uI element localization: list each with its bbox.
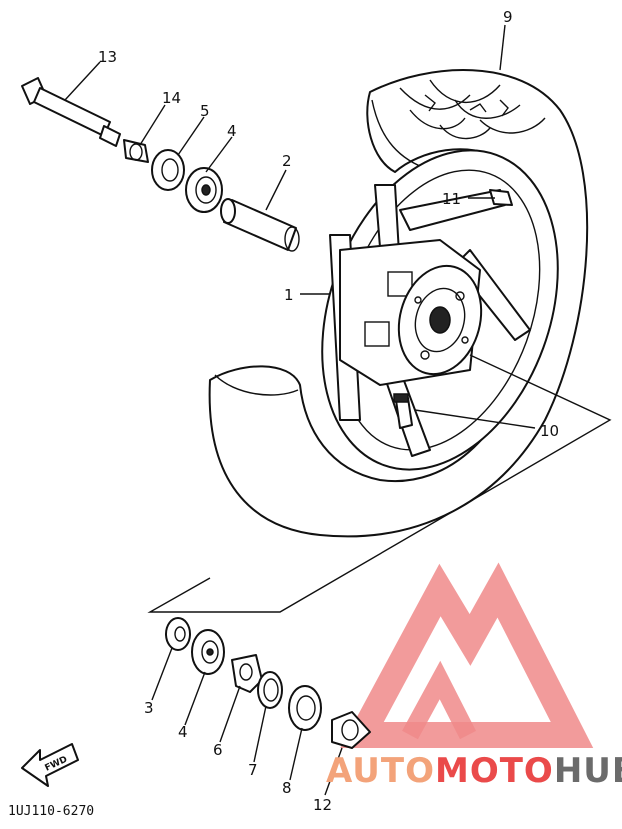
watermark-moto: MOTO (435, 751, 554, 791)
tire-valve (393, 393, 413, 429)
spacer (220, 198, 300, 252)
part-labels: 13 14 5 4 2 9 11 1 10 3 4 6 7 8 12 (98, 8, 559, 814)
label-10: 10 (540, 422, 559, 440)
forward-arrow-icon: FWD (21, 743, 79, 787)
label-8: 8 (282, 779, 292, 797)
label-11: 11 (442, 190, 461, 208)
label-12: 12 (313, 796, 332, 814)
oil-seal-left (151, 149, 185, 191)
watermark-hub: HUB (554, 751, 622, 791)
label-1: 1 (284, 286, 294, 304)
bearing-right-small (165, 617, 191, 651)
watermark-logo-text: AUTOMOTOHUB (326, 751, 622, 791)
axle (21, 77, 121, 147)
collar-right (331, 711, 371, 749)
label-6: 6 (213, 741, 223, 759)
circlip (257, 671, 283, 709)
balance-weight (489, 189, 513, 206)
label-4-lower: 4 (178, 723, 188, 741)
label-9: 9 (503, 8, 513, 26)
svg-text:AUTOMOTOHUB: AUTOMOTOHUB (326, 751, 622, 791)
reference-lines (147, 354, 612, 613)
label-13: 13 (98, 48, 117, 66)
watermark-auto: AUTO (326, 751, 435, 791)
bearing-right (191, 629, 225, 675)
collar (123, 139, 149, 163)
label-5: 5 (200, 102, 210, 120)
label-2: 2 (282, 152, 292, 170)
oil-seal-right (288, 685, 322, 731)
rim-and-hub (321, 149, 559, 471)
clutch-hub (231, 654, 263, 693)
label-3: 3 (144, 699, 154, 717)
label-4: 4 (227, 122, 237, 140)
leader-lines (64, 24, 536, 796)
watermark-logo-triangle (340, 562, 594, 748)
diagram-code: 1UJ110-6270 (8, 804, 94, 819)
bearing-left (185, 167, 223, 213)
label-14: 14 (162, 89, 181, 107)
label-7: 7 (248, 761, 258, 779)
